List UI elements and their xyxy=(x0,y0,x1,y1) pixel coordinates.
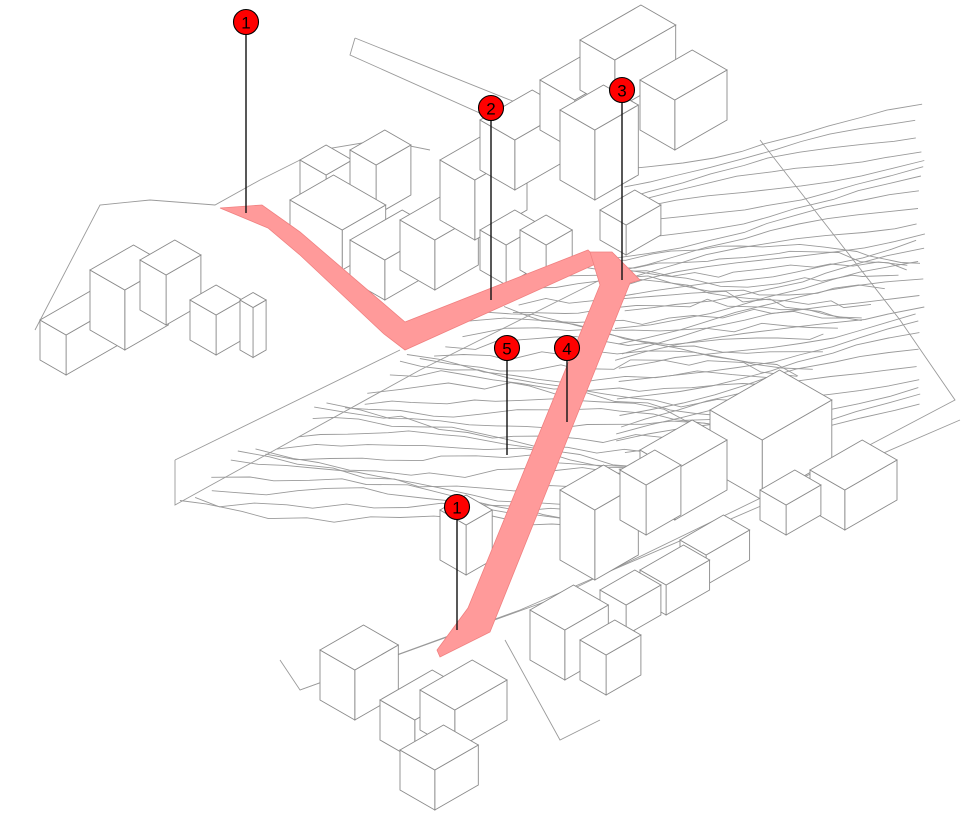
marker-label: 3 xyxy=(617,82,626,101)
contour-line xyxy=(616,175,922,241)
buildings xyxy=(39,4,898,811)
contour-line xyxy=(482,311,838,333)
contour-line xyxy=(406,354,787,385)
contour-line xyxy=(616,103,923,171)
contour-line xyxy=(618,278,924,345)
marker-label: 4 xyxy=(562,340,571,359)
contour-line xyxy=(622,239,917,297)
contour-line xyxy=(615,208,919,273)
contour-line xyxy=(462,327,823,354)
contour-line xyxy=(620,233,926,288)
contour-line xyxy=(569,259,908,278)
contour-line xyxy=(624,247,925,312)
contour-line xyxy=(621,295,920,355)
marker-circle xyxy=(443,493,471,521)
marker-m4: 4 xyxy=(553,334,581,422)
contour-line xyxy=(618,313,916,369)
contour-line xyxy=(586,250,907,271)
marker-label: 1 xyxy=(452,499,461,518)
contour-line xyxy=(615,160,925,214)
contour-line xyxy=(194,496,632,536)
contour-line xyxy=(530,278,872,309)
contour-line xyxy=(179,500,620,536)
marker-label: 2 xyxy=(486,100,495,119)
contour-line xyxy=(624,119,916,188)
contour-line xyxy=(276,443,699,479)
contour-line xyxy=(616,190,919,259)
contour-line xyxy=(265,453,683,478)
marker-label: 5 xyxy=(502,340,511,359)
contour-line xyxy=(621,223,917,281)
contour-line xyxy=(601,243,921,264)
contour-line xyxy=(314,406,715,443)
building xyxy=(599,189,662,256)
pedestrian-route xyxy=(219,204,641,658)
marker-m3: 3 xyxy=(608,76,636,280)
building xyxy=(399,194,480,291)
contour-line xyxy=(419,358,798,377)
contour-line xyxy=(614,306,925,361)
contour-line xyxy=(618,320,919,382)
contour-line xyxy=(620,166,924,225)
building xyxy=(399,724,480,811)
marker-m2: 2 xyxy=(477,94,505,300)
marker-circle xyxy=(232,8,260,36)
building xyxy=(619,449,682,536)
marker-circle xyxy=(477,94,505,122)
contour-line xyxy=(518,290,862,319)
markers: 1 2 3 4 5 1 xyxy=(232,8,636,630)
marker-m5: 5 xyxy=(493,334,521,455)
building xyxy=(319,624,400,721)
marker-circle xyxy=(553,334,581,362)
contour-line xyxy=(622,137,916,200)
marker-label: 1 xyxy=(241,14,250,33)
contour-line xyxy=(614,261,919,329)
contour-line xyxy=(467,317,824,346)
stair-route xyxy=(436,251,641,658)
marker-m1a: 1 xyxy=(232,8,260,213)
terrain-contours xyxy=(179,103,926,536)
marker-m1b: 1 xyxy=(443,493,471,630)
building xyxy=(639,49,728,151)
contour-line xyxy=(622,151,922,208)
building xyxy=(709,369,833,501)
building xyxy=(419,659,508,751)
contour-line xyxy=(512,298,862,321)
building xyxy=(239,291,268,359)
building xyxy=(189,284,244,356)
contour-line xyxy=(344,407,742,425)
contour-line xyxy=(326,402,731,429)
marker-circle xyxy=(493,334,521,362)
marker-circle xyxy=(608,76,636,104)
building xyxy=(759,469,822,536)
contour-line xyxy=(616,332,920,400)
building xyxy=(559,84,640,201)
building xyxy=(579,619,642,696)
